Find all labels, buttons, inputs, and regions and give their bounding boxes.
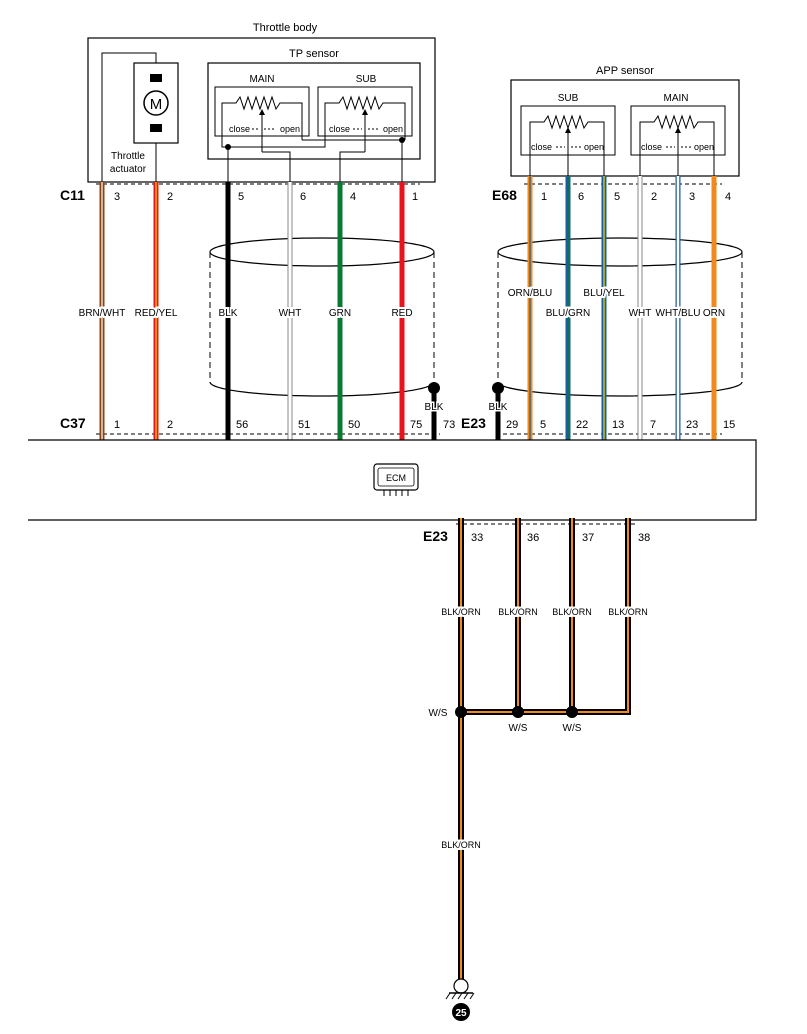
label-wire-7: ORN/BLU <box>508 288 552 299</box>
ground-wires <box>455 518 631 980</box>
ecm-module: ECM <box>28 439 757 521</box>
c37-pin: 56 <box>236 419 248 431</box>
label-wire-4: WHT <box>279 308 302 319</box>
label-wire-12: ORN <box>703 308 725 319</box>
label-wire-6: RED <box>391 308 412 319</box>
c37-pin: 2 <box>167 419 173 431</box>
ground-wire-label: BLK/ORN <box>608 607 648 617</box>
label-wire-9: BLU/YEL <box>583 288 625 299</box>
shield-right <box>497 237 743 397</box>
tp-sub-close: close <box>329 124 350 134</box>
ground-wire-label: BLK/ORN <box>552 607 592 617</box>
e23b-pin: 33 <box>471 532 483 544</box>
app-sensor: APP sensor SUB MAIN close open close ope… <box>510 65 740 177</box>
connector-e68: E68 <box>492 187 517 203</box>
splice-3 <box>566 706 578 718</box>
app-sub-close: close <box>531 142 552 152</box>
ground-symbol-icon: 25 <box>445 978 475 1021</box>
tp-main-close: close <box>229 124 250 134</box>
e23-pin: 5 <box>540 419 546 431</box>
label-wire-1: BRN/WHT <box>79 308 126 319</box>
app-main-open: open <box>694 142 714 152</box>
e23-pin: 22 <box>576 419 588 431</box>
e23-pin: 15 <box>723 419 735 431</box>
c37-pin: 51 <box>298 419 310 431</box>
e23-top-pin-numbers: 29 5 22 13 7 23 15 <box>506 419 735 431</box>
splice-label-2: W/S <box>509 723 528 734</box>
splice-2 <box>512 706 524 718</box>
connector-e23-bottom: E23 <box>423 528 448 544</box>
actuator-label-2: actuator <box>110 164 147 175</box>
e23b-pin: 37 <box>582 532 594 544</box>
e68-pin: 1 <box>541 191 547 203</box>
tp-sensor-title: TP sensor <box>289 48 339 60</box>
label-wire-3: BLK <box>219 308 238 319</box>
splice-label-3: W/S <box>563 723 582 734</box>
ground-wire-label: BLK/ORN <box>441 607 481 617</box>
e68-pin: 2 <box>651 191 657 203</box>
e68-pin: 3 <box>689 191 695 203</box>
c37-pin-numbers: 1 2 56 51 50 75 73 <box>114 419 455 431</box>
ecm-label: ECM <box>386 473 406 483</box>
e68-pin-numbers: 1 6 5 2 3 4 <box>541 191 731 203</box>
e68-pin: 6 <box>578 191 584 203</box>
c11-pin: 1 <box>412 191 418 203</box>
app-sub-label: SUB <box>558 93 579 104</box>
c11-pin: 3 <box>114 191 120 203</box>
tp-sub-open: open <box>383 124 403 134</box>
c11-pin: 5 <box>238 191 244 203</box>
tp-main-label: MAIN <box>250 74 275 85</box>
c37-pin: 75 <box>410 419 422 431</box>
e23-pin: 29 <box>506 419 518 431</box>
actuator-label-1: Throttle <box>111 151 145 162</box>
e23-pin: 7 <box>650 419 656 431</box>
shield-right-label: BLK <box>489 402 508 413</box>
connector-c37: C37 <box>60 415 86 431</box>
e23-bottom-pin-numbers: 33 36 37 38 <box>471 532 650 544</box>
label-wire-10: WHT <box>629 308 652 319</box>
c11-pin: 2 <box>167 191 173 203</box>
ground-number: 25 <box>455 1008 467 1019</box>
c37-pin: 50 <box>348 419 360 431</box>
c11-pin: 6 <box>300 191 306 203</box>
e68-pin: 4 <box>725 191 731 203</box>
throttle-body-title: Throttle body <box>253 22 318 34</box>
shield-left-label: BLK <box>425 402 444 413</box>
ground-main-wire-label: BLK/ORN <box>441 840 481 850</box>
app-main-close: close <box>641 142 662 152</box>
app-sub-open: open <box>584 142 604 152</box>
e23b-pin: 36 <box>527 532 539 544</box>
app-sensor-title: APP sensor <box>596 65 654 77</box>
splice-label-1: W/S <box>429 708 448 719</box>
c11-pin: 4 <box>350 191 356 203</box>
e23-pin: 13 <box>612 419 624 431</box>
splice-1 <box>455 706 467 718</box>
c37-pin: 73 <box>443 419 455 431</box>
ground-wire-label: BLK/ORN <box>498 607 538 617</box>
app-main-label: MAIN <box>664 93 689 104</box>
c37-pin: 1 <box>114 419 120 431</box>
connector-c11: C11 <box>60 187 85 203</box>
shield-left <box>209 237 435 397</box>
tp-main-open: open <box>280 124 300 134</box>
throttle-body: Throttle body M Throttle actuator TP sen… <box>87 22 436 183</box>
motor-label: M <box>150 96 163 113</box>
e68-pin: 5 <box>614 191 620 203</box>
tp-sub-label: SUB <box>356 74 377 85</box>
e23-pin: 23 <box>686 419 698 431</box>
connector-e23-top: E23 <box>461 415 486 431</box>
label-wire-2: RED/YEL <box>135 308 178 319</box>
e23b-pin: 38 <box>638 532 650 544</box>
label-wire-8: BLU/GRN <box>546 308 590 319</box>
label-wire-5: GRN <box>329 308 351 319</box>
c11-pin-numbers: 3 2 5 6 4 1 <box>114 191 418 203</box>
label-wire-11: WHT/BLU <box>656 308 701 319</box>
